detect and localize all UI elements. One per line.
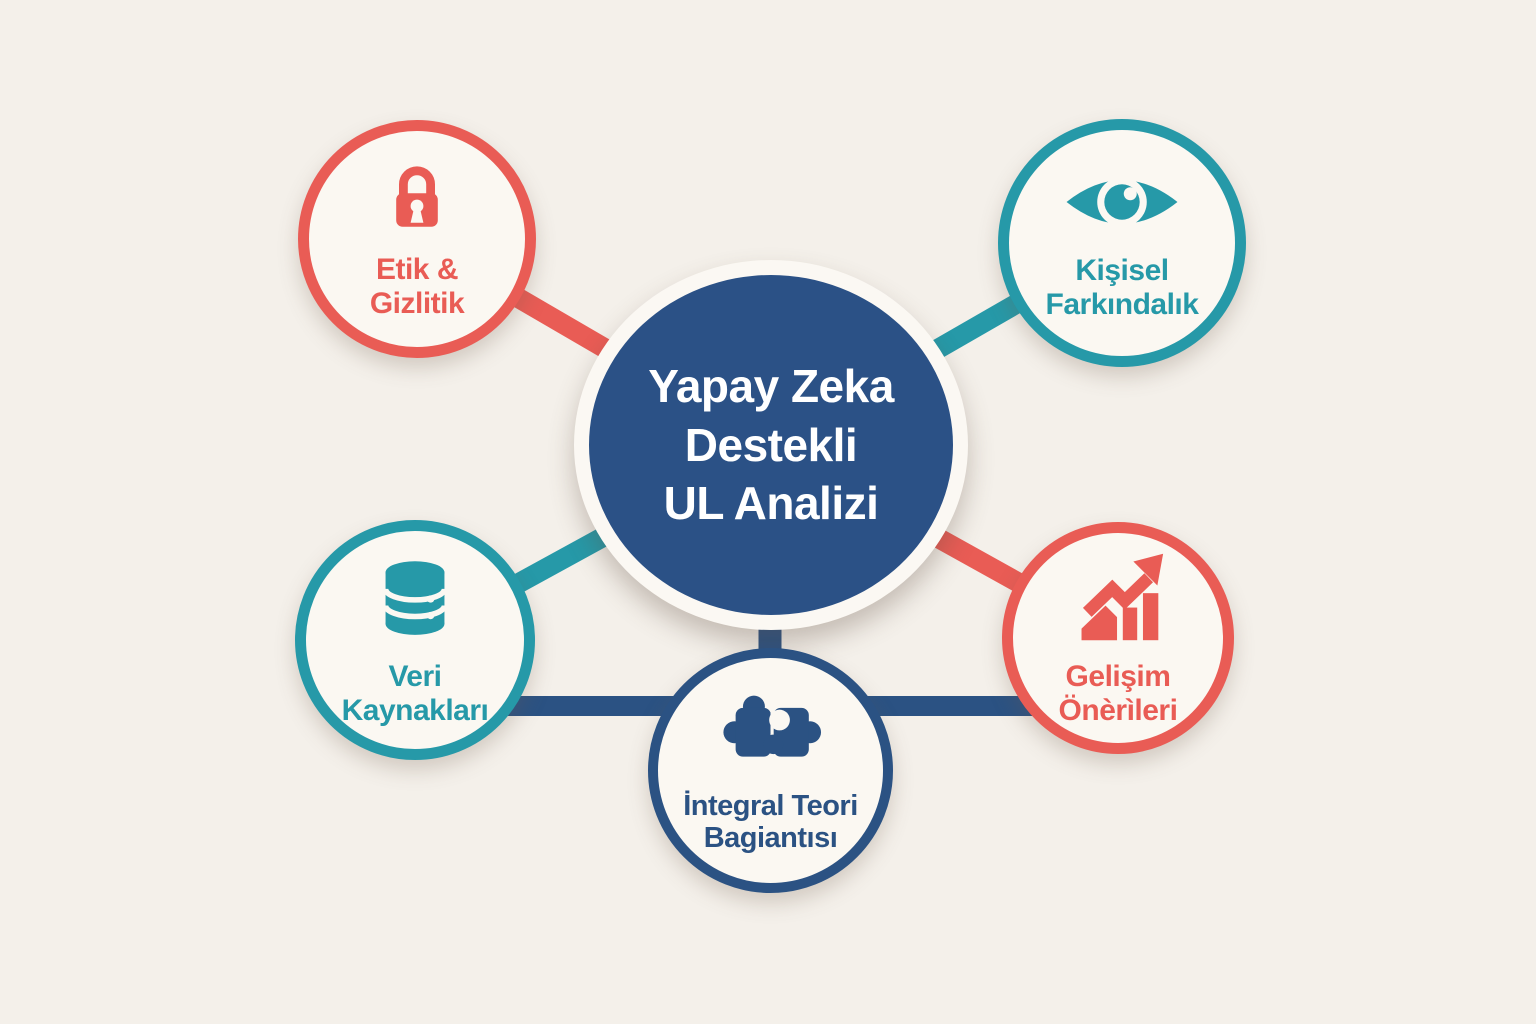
node-label-line2: Gizlitik: [369, 286, 465, 320]
node-label-line2: Önèrìleri: [1058, 693, 1178, 727]
center-title: Yapay Zeka Destekli UL Analizi: [648, 357, 894, 534]
growth-chart-icon: [1065, 549, 1171, 650]
node-gelisim-onerileri: Gelişim Önèrìleri: [1002, 522, 1234, 754]
database-icon: [369, 553, 461, 650]
node-label-line2: Farkındalık: [1045, 287, 1199, 321]
node-label-line2: Bagiantısı: [703, 822, 838, 854]
node-label-line1: Gelişim: [1065, 659, 1171, 693]
node-label-line1: İntegral Teori: [683, 789, 858, 822]
node-label: İntegral Teori Bagiantısı: [683, 790, 858, 855]
node-label-line1: Etik &: [375, 252, 459, 286]
node-label-line1: Kişisel: [1075, 253, 1169, 287]
node-integral-teori: İntegral Teori Bagiantısı: [648, 648, 893, 893]
node-label: Etik & Gizlitik: [369, 252, 465, 320]
node-etik-gizlilik: Etik & Gizlitik: [298, 120, 536, 358]
node-label: Gelişim Önèrìleri: [1059, 660, 1178, 727]
node-label-line1: Veri: [388, 659, 442, 693]
node-label: Kişisel Farkındalık: [1046, 254, 1199, 321]
center-node-yapay-zeka: Yapay Zeka Destekli UL Analizi: [574, 260, 968, 630]
eye-icon: [1063, 165, 1181, 244]
puzzle-icon: [710, 687, 832, 780]
node-label-line2: Kaynakları: [341, 693, 489, 727]
node-veri-kaynaklari: Veri Kaynakları: [295, 520, 535, 760]
center-title-line3: UL Analizi: [663, 477, 879, 530]
lock-icon: [377, 158, 457, 243]
node-label: Veri Kaynakları: [342, 660, 489, 727]
node-kisisel-farkindalik: Kişisel Farkındalık: [998, 119, 1246, 367]
center-title-line1: Yapay Zeka: [648, 359, 894, 412]
center-title-line2: Destekli: [684, 418, 858, 471]
